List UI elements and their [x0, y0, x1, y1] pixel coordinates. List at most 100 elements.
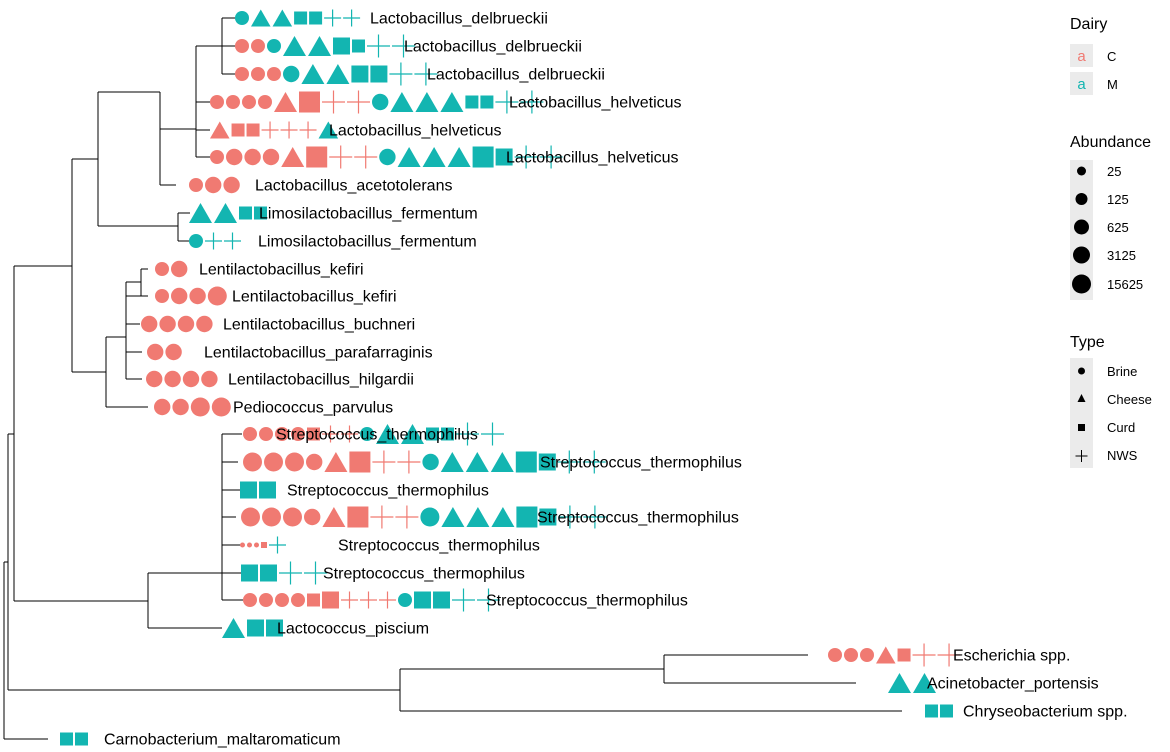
abundance-glyph-cross-m	[520, 90, 544, 114]
tip-label: Lactobacillus_helveticus	[509, 95, 682, 112]
abundance-glyph-circle-c	[283, 507, 302, 527]
abundance-glyph-tri-m	[397, 147, 421, 167]
abundance-glyph-cross-c	[341, 425, 358, 443]
dairy-key-c-icon: a	[1077, 48, 1086, 65]
abundance-glyph-cross-c	[347, 90, 370, 114]
abundance-glyph-cross-m	[481, 422, 504, 446]
abundance-glyph-tri-m	[422, 147, 446, 167]
abundance-glyph-cross-c	[912, 643, 936, 667]
abundance-glyph-circle-c	[211, 397, 231, 417]
abundance-dot-125	[1075, 193, 1088, 205]
abundance-glyph-sq-m	[351, 65, 369, 83]
abundance-glyph-circle-c	[226, 95, 240, 109]
tip-label: Streptococcus_thermophilus	[486, 593, 688, 610]
abundance-glyph-circle-c	[251, 39, 265, 53]
tip-label: Lactobacillus_acetotolerans	[255, 178, 452, 195]
abundance-glyph-circle-c	[262, 507, 281, 527]
abundance-glyph-circle-c	[165, 343, 182, 361]
abundance-glyph-cross-c	[354, 145, 378, 169]
tip-label: Lactobacillus_delbrueckii	[370, 11, 548, 28]
abundance-glyph-cross-m	[558, 505, 582, 529]
abundance-glyph-cross-m	[367, 34, 390, 58]
abundance-glyph-circle-c	[844, 648, 858, 662]
abundance-glyph-cross-c	[261, 121, 279, 139]
abundance-glyph-cross-c	[360, 591, 377, 609]
abundance-glyph-tri-m	[441, 507, 465, 527]
abundance-glyph-cross-c	[329, 145, 353, 169]
abundance-glyph-circle-c	[267, 67, 281, 81]
abundance-dot-625	[1074, 219, 1089, 235]
abundance-glyph-cross-m	[389, 62, 413, 86]
abundance-glyph-circle-c	[259, 427, 273, 441]
abundance-glyph-circle-c	[177, 315, 195, 333]
dairy-label-c: C	[1107, 49, 1116, 64]
abundance-glyph-sq-c	[347, 506, 369, 528]
abundance-glyph-tri-m	[447, 147, 471, 167]
abundance-glyph-cross-m	[205, 232, 222, 250]
tip-label: Streptococcus_thermophilus	[540, 455, 742, 472]
type-label-nws: NWS	[1107, 448, 1138, 463]
abundance-glyph-tri-c	[274, 92, 297, 112]
abundance-glyph-tri-m	[913, 673, 936, 693]
abundance-glyph-sq-m	[352, 39, 365, 53]
abundance-glyph-circle-c	[159, 315, 176, 333]
abundance-glyph-circle-c	[258, 95, 272, 109]
abundance-legend: Abundance 25 125 625 3125 15625	[1070, 134, 1151, 300]
tip-label: Acinetobacter_portensis	[927, 676, 1099, 693]
abundance-glyph-circle-c	[235, 67, 249, 81]
abundance-glyph-circle-c	[205, 176, 222, 194]
abundance-glyph-circle-m	[267, 39, 281, 53]
abundance-glyph-circle-c	[182, 370, 200, 388]
tip-label: Lentilactobacillus_kefiri	[199, 262, 364, 279]
abundance-glyph-sq-m	[480, 95, 494, 109]
abundance-glyph-sq-c	[307, 593, 320, 607]
abundance-glyph-sq-m	[495, 148, 513, 166]
abundance-glyph-circle-c	[210, 150, 224, 164]
abundance-glyph-circle-c	[240, 542, 245, 548]
abundance-glyph-cross-m	[269, 536, 286, 554]
abundance-glyph-cross-c	[322, 90, 345, 114]
abundance-glyph-circle-m	[360, 427, 374, 441]
abundance-dot-15625	[1072, 274, 1091, 294]
abundance-glyph-circle-c	[243, 427, 257, 441]
abundance-glyph-cross-m	[452, 588, 475, 612]
abundance-glyph-circle-c	[244, 148, 261, 166]
abundance-glyph-tri-m	[490, 452, 514, 472]
abundance-glyph-cross-m	[343, 9, 361, 27]
abundance-glyph-circle-c	[275, 593, 289, 607]
abundance-glyph-tri-m	[465, 452, 489, 472]
abundance-glyph-sq-m	[309, 11, 323, 25]
abundance-label-625: 625	[1107, 220, 1129, 235]
abundance-glyph-sq-m	[259, 481, 276, 499]
abundance-glyph-sq-m	[433, 591, 450, 609]
tip-label: Carnobacterium_maltaromaticum	[104, 732, 341, 749]
abundance-glyph-cross-m	[477, 588, 500, 612]
abundance-glyph-circle-c	[190, 397, 210, 417]
type-legend-title: Type	[1070, 334, 1105, 351]
abundance-glyph-circle-c	[259, 593, 273, 607]
abundance-glyph-tri-m	[214, 203, 237, 223]
type-legend: Type Brine Cheese Curd NWS	[1070, 334, 1152, 468]
abundance-glyph-cross-m	[514, 145, 538, 169]
abundance-glyph-circle-c	[242, 95, 256, 109]
abundance-glyph-cross-m	[456, 422, 479, 446]
abundance-glyph-sq-m	[940, 704, 953, 718]
abundance-glyph-tri-m	[376, 424, 399, 444]
abundance-glyph-sq-m	[75, 732, 88, 746]
abundance-glyph-circle-c	[254, 542, 259, 548]
legend: Dairy a C a M Abundance 25 125 625 3125 …	[1070, 16, 1152, 468]
abundance-glyph-circle-c	[147, 343, 164, 361]
abundance-glyph-sq-m	[925, 704, 938, 718]
abundance-legend-title: Abundance	[1070, 134, 1151, 151]
abundance-glyph-circle-c	[828, 648, 842, 662]
abundance-glyph-circle-c	[262, 148, 280, 166]
abundance-glyph-cross-c	[370, 505, 394, 529]
abundance-glyph-sq-m	[240, 481, 257, 499]
abundance-glyph-sq-c	[306, 146, 328, 168]
abundance-glyph-cross-c	[341, 591, 358, 609]
tip-label: Lentilactobacillus_kefiri	[232, 289, 397, 306]
abundance-glyph-cross-m	[324, 9, 342, 27]
tree-branches	[3, 17, 902, 740]
abundance-glyph-circle-m	[420, 507, 440, 527]
